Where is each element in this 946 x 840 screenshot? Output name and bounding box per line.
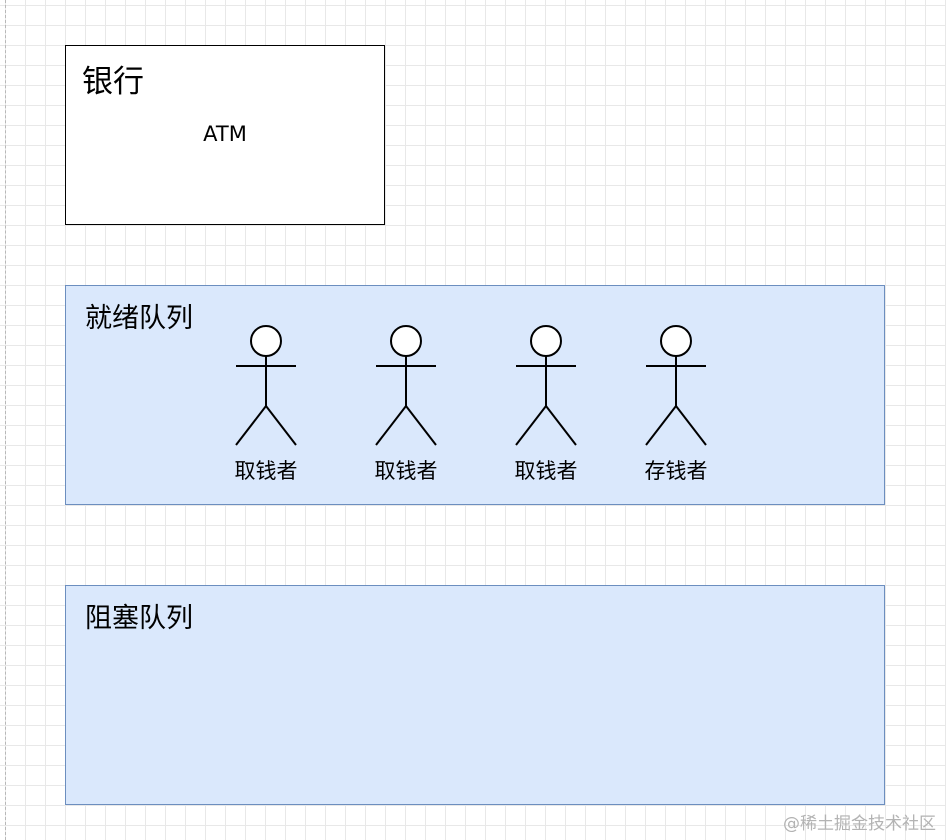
stick-figure-icon	[645, 325, 707, 446]
actor-withdrawer-2[interactable]: 取钱者	[356, 324, 456, 483]
actor-withdrawer-3[interactable]: 取钱者	[496, 324, 596, 483]
page-boundary-line	[5, 0, 6, 840]
blocked-queue-box[interactable]: 阻塞队列	[65, 585, 885, 805]
stick-figure-icon	[515, 325, 577, 446]
blocked-queue-title: 阻塞队列	[85, 603, 193, 634]
actor-label: 存钱者	[644, 459, 708, 483]
atm-label: ATM	[203, 122, 247, 146]
actor-withdrawer-1[interactable]: 取钱者	[216, 324, 316, 483]
ready-queue-box[interactable]: 就绪队列 取钱者 取钱者 取钱者	[65, 285, 885, 505]
stick-figure-icon	[375, 325, 437, 446]
ready-queue-title: 就绪队列	[85, 303, 193, 334]
actor-label: 取钱者	[514, 459, 578, 483]
watermark: @稀土掘金技术社区	[783, 814, 936, 834]
actor-label: 取钱者	[374, 459, 438, 483]
bank-box[interactable]: 银行 ATM	[65, 45, 385, 225]
actor-label: 取钱者	[234, 459, 298, 483]
bank-title: 银行	[82, 64, 144, 100]
actor-depositor[interactable]: 存钱者	[626, 324, 726, 483]
stick-figure-icon	[235, 325, 297, 446]
